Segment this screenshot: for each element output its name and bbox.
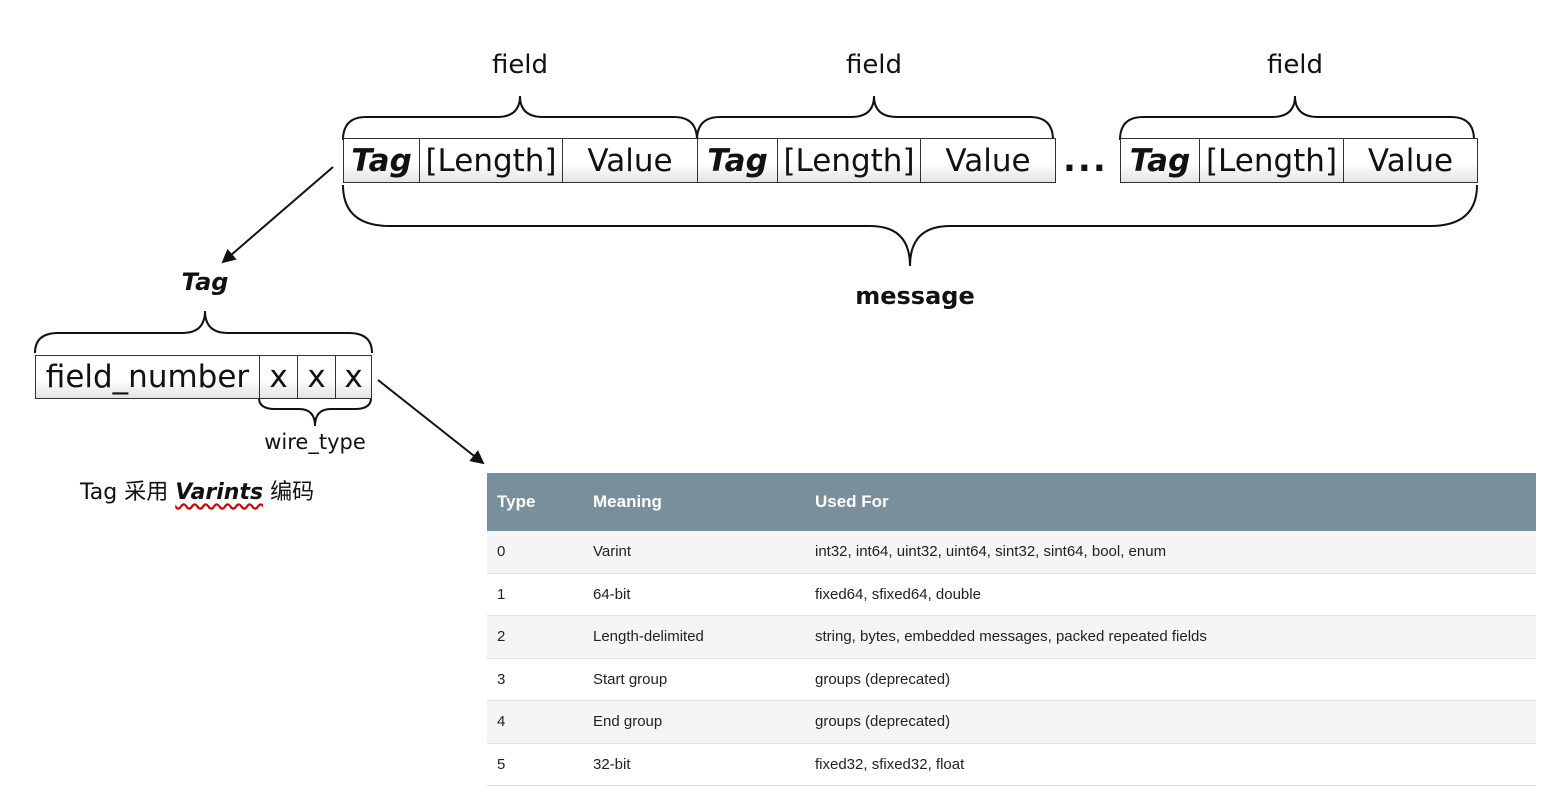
caption-suffix: 编码 (270, 480, 315, 505)
field-label-3: field (1266, 50, 1324, 80)
table-row: 0 Varint int32, int64, uint32, uint64, s… (487, 531, 1536, 574)
cell-meaning: End group (583, 700, 805, 744)
field-2-length: [Length] (777, 138, 921, 183)
table-row: 3 Start group groups (deprecated) (487, 658, 1536, 701)
cell-meaning: Varint (583, 531, 805, 574)
arrow-to-table (377, 379, 485, 465)
cell-used-for: int32, int64, uint32, uint64, sint32, si… (805, 531, 1536, 574)
wire-bit-3: x (335, 355, 372, 399)
field-1-length: [Length] (419, 138, 563, 183)
field-2-tag: Tag (697, 138, 778, 183)
cell-used-for: groups (deprecated) (805, 658, 1536, 701)
message-label: message (855, 282, 975, 310)
field-3-tag: Tag (1120, 138, 1200, 183)
cell-meaning: 32-bit (583, 743, 805, 786)
field-3-length: [Length] (1199, 138, 1344, 183)
tag-brace (34, 310, 373, 354)
field-label-2: field (845, 50, 903, 80)
tag-title: Tag (181, 268, 229, 296)
field-brace-1 (342, 95, 698, 141)
field-3-value: Value (1343, 138, 1478, 183)
table-row: 5 32-bit fixed32, sfixed32, float (487, 743, 1536, 786)
cell-used-for: fixed64, sfixed64, double (805, 573, 1536, 616)
table-row: 2 Length-delimited string, bytes, embedd… (487, 615, 1536, 659)
wire-type-brace (258, 397, 372, 427)
field-brace-2 (696, 95, 1054, 141)
table-row: 4 End group groups (deprecated) (487, 700, 1536, 744)
table-header-row: Type Meaning Used For (487, 473, 1536, 531)
caption-varints: Varints (175, 480, 264, 505)
message-brace (342, 184, 1478, 267)
ellipsis: ... (1063, 140, 1108, 180)
cell-meaning: Start group (583, 658, 805, 701)
wire-bit-2: x (297, 355, 336, 399)
cell-type: 0 (487, 531, 583, 574)
wire-type-label: wire_type (264, 430, 366, 454)
cell-used-for: string, bytes, embedded messages, packed… (805, 615, 1536, 659)
cell-type: 1 (487, 573, 583, 616)
arrow-to-tag (221, 166, 334, 264)
field-label-1: field (491, 50, 549, 80)
tag-encoding-caption: Tag 采用 Varints 编码 (80, 474, 314, 506)
field-1-value: Value (562, 138, 698, 183)
cell-type: 3 (487, 658, 583, 701)
table-row: 1 64-bit fixed64, sfixed64, double (487, 573, 1536, 616)
field-number-cell: field_number (35, 355, 260, 399)
cell-type: 5 (487, 743, 583, 786)
wire-type-table: Type Meaning Used For 0 Varint int32, in… (487, 473, 1536, 786)
header-meaning: Meaning (583, 473, 805, 531)
field-1-tag: Tag (343, 138, 420, 183)
cell-meaning: 64-bit (583, 573, 805, 616)
field-2-value: Value (920, 138, 1056, 183)
wire-bit-1: x (259, 355, 298, 399)
field-brace-3 (1119, 95, 1475, 141)
header-used-for: Used For (805, 473, 1536, 531)
header-type: Type (487, 473, 583, 531)
cell-type: 2 (487, 615, 583, 659)
cell-used-for: groups (deprecated) (805, 700, 1536, 744)
cell-meaning: Length-delimited (583, 615, 805, 659)
caption-prefix: Tag 采用 (80, 480, 169, 505)
cell-used-for: fixed32, sfixed32, float (805, 743, 1536, 786)
cell-type: 4 (487, 700, 583, 744)
